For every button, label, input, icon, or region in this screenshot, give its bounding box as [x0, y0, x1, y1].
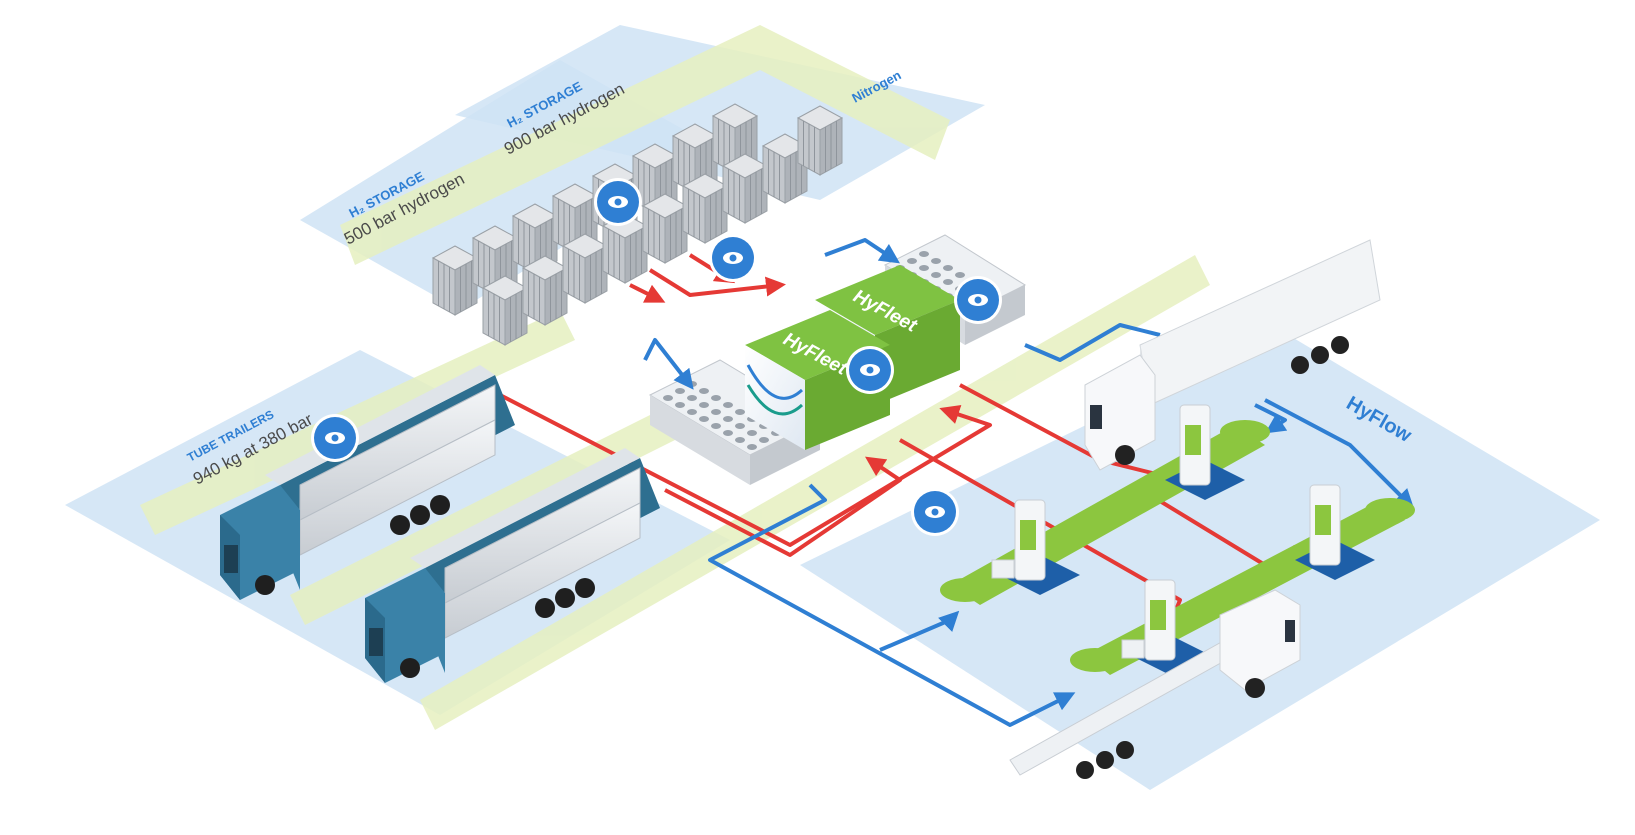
tube-trailer-truck: [365, 448, 660, 683]
storage-rack: [641, 193, 689, 264]
fan-icon: [723, 430, 733, 436]
cooling-line: [1264, 398, 1415, 510]
fan-icon: [699, 416, 709, 422]
walkway-left-2: [290, 380, 735, 625]
fan-icon: [687, 409, 697, 415]
fan-icon: [759, 437, 769, 443]
dispenser-island-end: [1220, 420, 1270, 444]
cooling-lines: [643, 238, 1415, 727]
eye-icon[interactable]: [954, 276, 1002, 324]
storage-rack: [796, 105, 844, 176]
fan-icon: [675, 388, 685, 394]
fan-icon: [747, 430, 757, 436]
hydrogen-dispenser: [1295, 484, 1375, 580]
fan-icon: [735, 423, 745, 429]
fan-icon: [955, 272, 965, 278]
h2-line: [629, 283, 666, 303]
fan-icon: [919, 251, 929, 257]
fan-icon: [699, 402, 709, 408]
fan-icon: [687, 395, 697, 401]
storage-rack: [671, 123, 719, 194]
hydrogen-dispenser: [1165, 404, 1245, 500]
dispenser-island-end: [1365, 498, 1415, 522]
fan-icon: [919, 265, 929, 271]
storage-rack: [761, 133, 809, 204]
fan-icon: [943, 279, 953, 285]
fan-icon: [931, 272, 941, 278]
hydrogen-dispensers: [991, 404, 1375, 675]
flatbed-truck: [1009, 589, 1301, 779]
tube-trailer-trucks: [220, 365, 660, 683]
storage-rack: [431, 245, 479, 316]
box-truck: [1084, 239, 1381, 471]
cooling-line: [1024, 323, 1161, 362]
eye-icon[interactable]: [846, 346, 894, 394]
storage-rack: [721, 153, 769, 224]
storage-rack: [521, 255, 569, 326]
hydrogen-storage-racks: [431, 103, 844, 346]
eye-icon[interactable]: [709, 234, 757, 282]
fan-icon: [931, 258, 941, 264]
fan-icon: [723, 416, 733, 422]
dispenser-island-end: [1070, 648, 1120, 672]
fan-icon: [711, 409, 721, 415]
cooling-line: [643, 338, 694, 390]
fan-icon: [699, 388, 709, 394]
h2-line: [664, 456, 902, 557]
walkway-left-1: [140, 310, 575, 535]
eye-icon[interactable]: [594, 178, 642, 226]
hydrogen-dispenser: [991, 499, 1080, 595]
cooling-line: [879, 610, 960, 652]
cooling-line: [708, 483, 1076, 727]
dispensing-zone: [800, 330, 1600, 790]
eye-icon[interactable]: [911, 488, 959, 536]
storage-rack: [511, 203, 559, 274]
cooling-line: [824, 238, 900, 264]
fan-icon: [943, 265, 953, 271]
fan-icon: [747, 444, 757, 450]
fan-icon: [711, 423, 721, 429]
fan-icon: [711, 395, 721, 401]
fan-icon: [723, 402, 733, 408]
fan-icon: [675, 402, 685, 408]
h2-line: [648, 268, 786, 297]
hydrogen-dispenser: [1121, 579, 1210, 675]
eye-icon[interactable]: [311, 414, 359, 462]
fan-icon: [735, 437, 745, 443]
fan-icon: [663, 395, 673, 401]
dispenser-island-end: [940, 578, 990, 602]
view-markers: [311, 178, 1002, 536]
walkway-top: [340, 25, 950, 265]
storage-rack: [561, 233, 609, 304]
cooling-line: [1254, 403, 1288, 434]
tube-trailer-truck: [220, 365, 515, 600]
storage-rack: [681, 173, 729, 244]
storage-rack: [481, 275, 529, 346]
fan-icon: [735, 409, 745, 415]
fan-icon: [907, 258, 917, 264]
